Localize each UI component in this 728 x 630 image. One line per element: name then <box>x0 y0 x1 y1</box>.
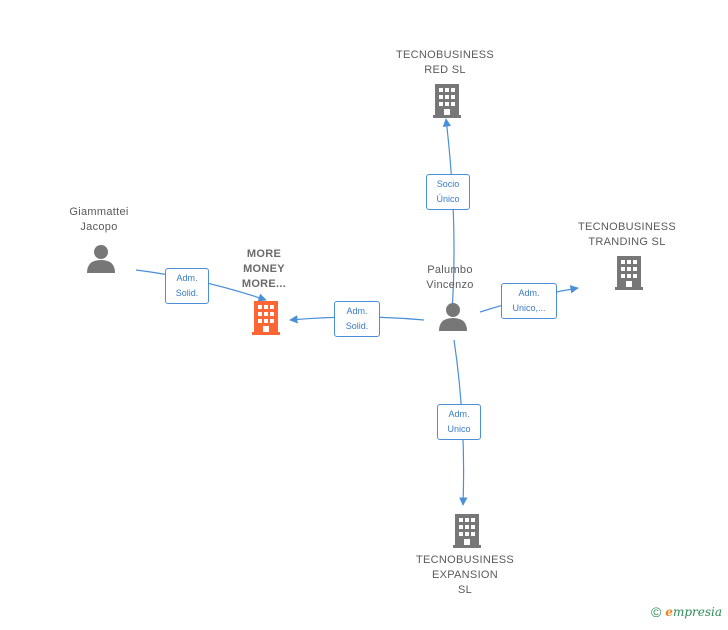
node-label-tecnobusiness-tranding[interactable]: TECNOBUSINESS TRANDING SL <box>577 221 677 248</box>
edge-label-palumbo-red: Socio Único <box>426 174 470 210</box>
building-icon[interactable] <box>615 256 643 290</box>
node-label-giammattei[interactable]: Giammattei Jacopo <box>69 206 129 233</box>
edge-label-palumbo-tranding: Adm. Unico,... <box>501 283 557 319</box>
building-icon[interactable] <box>453 514 481 548</box>
node-label-tecnobusiness-red[interactable]: TECNOBUSINESS RED SL <box>395 49 495 76</box>
node-label-tecnobusiness-expansion[interactable]: TECNOBUSINESS EXPANSION SL <box>415 554 515 596</box>
edge-label-palumbo-more: Adm. Solid. <box>334 301 380 337</box>
brand-logo: empresia <box>665 605 722 619</box>
edge-label-palumbo-expansion: Adm. Unico <box>437 404 481 440</box>
edge-palumbo-red <box>442 118 455 313</box>
building-icon[interactable] <box>433 84 461 118</box>
person-icon[interactable] <box>439 303 467 331</box>
node-label-more-money[interactable]: MORE MONEY MORE... <box>241 248 287 290</box>
node-label-palumbo[interactable]: Palumbo Vincenzo <box>426 264 474 291</box>
building-icon[interactable] <box>252 301 280 335</box>
copyright-icon: © <box>650 604 662 620</box>
edge-label-giammattei-more: Adm. Solid. <box>165 268 209 304</box>
brand-footer: © empresia <box>651 604 722 620</box>
person-icon[interactable] <box>87 245 115 273</box>
